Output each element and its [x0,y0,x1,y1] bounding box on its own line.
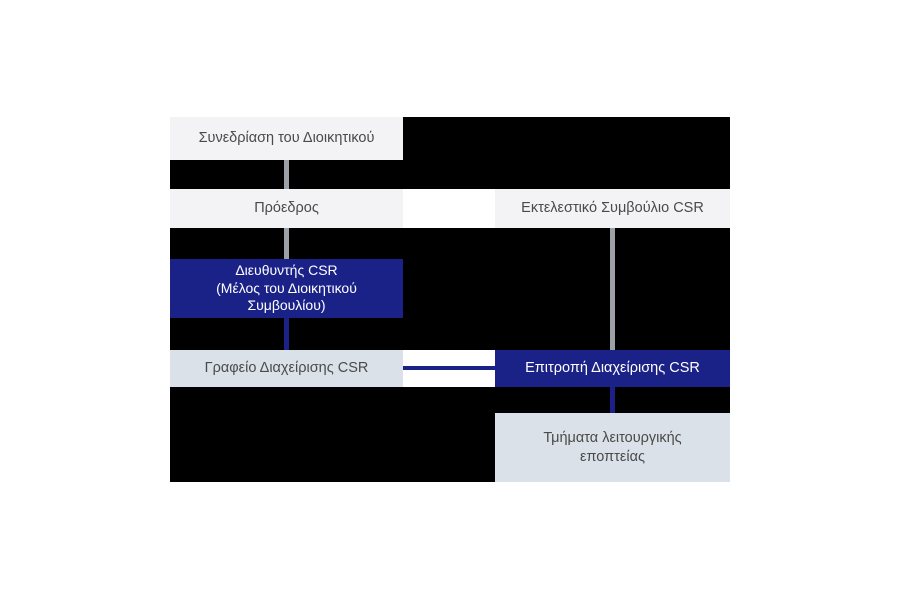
node-csr-management-office[interactable]: Γραφείο Διαχείρισης CSR [170,350,403,387]
node-chairman-label: Πρόεδρος [254,200,319,217]
node-csr-management-committee-label: Επιτροπή Διαχείρισης CSR [525,360,700,377]
connector-board-to-chairman [284,160,289,189]
node-functional-supervision-departments[interactable]: Τμήματα λειτουργικής εποπτείας [495,413,730,482]
node-csr-executive-council-label: Εκτελεστικό Συμβούλιο CSR [521,200,704,217]
node-chairman[interactable]: Πρόεδρος [170,189,403,228]
node-csr-management-office-label: Γραφείο Διαχείρισης CSR [204,360,369,377]
connector-office-to-committee [403,366,495,370]
connector-council-to-committee [610,228,615,350]
node-csr-management-committee[interactable]: Επιτροπή Διαχείρισης CSR [495,350,730,387]
node-board-meeting[interactable]: Συνεδρίαση του Διοικητικού [170,117,403,160]
connector-chairman-to-director [284,228,289,259]
connector-director-to-office [284,318,289,350]
node-csr-director[interactable]: Διευθυντής CSR (Μέλος του Διοικητικού Συ… [170,259,403,318]
node-functional-supervision-departments-label: Τμήματα λειτουργικής εποπτείας [543,429,682,465]
node-csr-director-label: Διευθυντής CSR (Μέλος του Διοικητικού Συ… [216,261,357,314]
connector-committee-to-departments [610,387,615,413]
node-csr-executive-council[interactable]: Εκτελεστικό Συμβούλιο CSR [495,189,730,228]
backdrop-panel-left-lower [170,387,495,482]
node-board-meeting-label: Συνεδρίαση του Διοικητικού [198,130,375,147]
